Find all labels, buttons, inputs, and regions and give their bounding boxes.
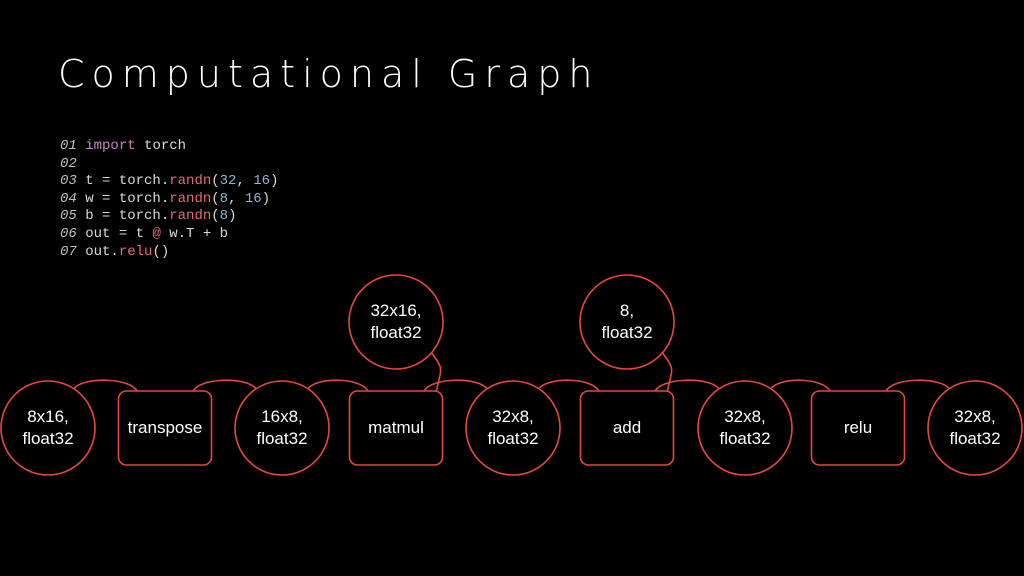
code-token: b = torch. bbox=[85, 208, 170, 225]
code-token: out. bbox=[85, 243, 119, 260]
code-token: , bbox=[228, 190, 245, 207]
code-token: w = torch. bbox=[85, 190, 170, 207]
tensor-node-tensor-mm bbox=[465, 380, 561, 476]
graph-edge bbox=[423, 379, 488, 392]
node-label: 8x16,float32 bbox=[22, 407, 74, 448]
code-token: () bbox=[152, 243, 170, 260]
node-label: add bbox=[612, 418, 642, 437]
op-node-op-transpose bbox=[117, 390, 213, 466]
code-token: @ bbox=[152, 225, 161, 242]
code-token: w.T + b bbox=[160, 225, 229, 242]
node-label: transpose bbox=[127, 418, 203, 437]
graph-edge bbox=[192, 379, 257, 392]
slide-title: Computational Graph bbox=[58, 52, 600, 96]
op-node-op-add bbox=[579, 390, 675, 466]
tensor-node-tensor-t bbox=[348, 274, 444, 370]
code-token: ( bbox=[211, 208, 220, 225]
node-label: 8,float32 bbox=[601, 301, 653, 342]
code-line: 07 out.relu() bbox=[60, 244, 279, 262]
line-number: 03 bbox=[60, 173, 77, 190]
code-token: ) bbox=[261, 190, 271, 207]
code-line: 05 b = torch.randn(8) bbox=[60, 208, 279, 226]
code-token: ( bbox=[211, 190, 220, 207]
line-number: 07 bbox=[60, 243, 77, 260]
code-line: 03 t = torch.randn(32, 16) bbox=[60, 173, 279, 191]
code-token: out = t bbox=[85, 225, 153, 242]
code-token: randn bbox=[169, 208, 212, 225]
node-label: 32x8,float32 bbox=[719, 407, 771, 448]
tensor-node-tensor-w bbox=[0, 380, 96, 476]
node-label: 32x8,float32 bbox=[487, 407, 539, 448]
graph-edge bbox=[538, 379, 600, 392]
code-token: randn bbox=[169, 173, 212, 190]
code-line: 04 w = torch.randn(8, 16) bbox=[60, 191, 279, 209]
code-token: t = torch. bbox=[85, 173, 170, 190]
tensor-node-tensor-out bbox=[927, 380, 1023, 476]
code-token: 32 bbox=[219, 173, 237, 190]
code-token: 8 bbox=[219, 190, 229, 207]
code-token: , bbox=[236, 173, 254, 190]
graph-edge bbox=[654, 379, 720, 392]
op-node-op-matmul bbox=[348, 390, 444, 466]
node-label: 32x16,float32 bbox=[370, 301, 422, 342]
node-label: matmul bbox=[368, 418, 424, 437]
graph-edge bbox=[307, 379, 369, 392]
code-token: randn bbox=[169, 190, 212, 207]
code-line: 01 import torch bbox=[60, 138, 279, 156]
node-label: 16x8,float32 bbox=[256, 407, 308, 448]
graph-edge bbox=[770, 379, 831, 392]
code-token: import bbox=[85, 138, 136, 154]
code-line: 06 out = t @ w.T + b bbox=[60, 226, 279, 244]
graph-edge bbox=[661, 352, 673, 392]
code-token: torch bbox=[135, 138, 187, 154]
code-token: 16 bbox=[244, 190, 262, 207]
node-label: 32x8,float32 bbox=[949, 407, 1001, 448]
code-token: relu bbox=[118, 243, 153, 260]
tensor-node-tensor-sum bbox=[697, 380, 793, 476]
tensor-node-tensor-b bbox=[579, 274, 675, 370]
graph-edge bbox=[73, 379, 138, 392]
line-number: 02 bbox=[60, 155, 77, 172]
code-token: ( bbox=[211, 173, 220, 190]
node-label: relu bbox=[843, 418, 873, 437]
tensor-node-tensor-wT bbox=[234, 380, 330, 476]
line-number: 05 bbox=[60, 208, 77, 225]
code-token: ) bbox=[228, 208, 237, 225]
code-token: 8 bbox=[219, 208, 229, 225]
code-line: 02 bbox=[60, 156, 279, 174]
op-node-op-relu bbox=[810, 390, 906, 466]
line-number: 01 bbox=[60, 138, 77, 154]
line-number: 06 bbox=[60, 225, 77, 242]
code-token: 16 bbox=[253, 173, 271, 190]
graph-edge bbox=[885, 379, 950, 392]
graph-edge bbox=[430, 352, 442, 392]
code-token: ) bbox=[270, 173, 279, 190]
line-number: 04 bbox=[60, 190, 77, 207]
